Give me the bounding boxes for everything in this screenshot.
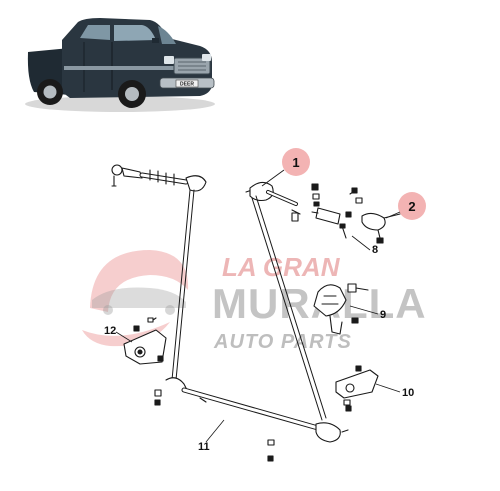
center-link-11 bbox=[165, 377, 341, 443]
bracket-12 bbox=[123, 317, 167, 365]
callout-1: 1 bbox=[261, 148, 310, 187]
license-plate-text: DEER bbox=[180, 82, 194, 88]
adjuster-sleeve bbox=[311, 207, 352, 225]
watermark-line3: AUTO PARTS bbox=[213, 331, 352, 353]
callout-2-circle bbox=[398, 192, 426, 220]
tie-rod-end-1 bbox=[245, 181, 301, 222]
bolt-8 bbox=[339, 223, 347, 239]
bracket-10 bbox=[335, 365, 379, 412]
part-number-11: 11 bbox=[198, 441, 210, 453]
tie-rod-end-2 bbox=[349, 187, 401, 244]
callout-2-label: 2 bbox=[408, 199, 415, 214]
hardware-near-11 bbox=[154, 389, 349, 462]
part-number-10: 10 bbox=[402, 387, 414, 399]
part-number-12: 12 bbox=[104, 325, 116, 337]
idler-assembly-9 bbox=[313, 283, 369, 335]
part-number-9: 9 bbox=[380, 309, 386, 321]
watermark: LA GRAN MURALLA AUTO PARTS bbox=[82, 250, 426, 353]
hardware-near-1 bbox=[311, 183, 320, 207]
upper-left-tie-rod bbox=[111, 164, 207, 192]
steering-linkage-drawing bbox=[111, 164, 401, 462]
callout-2: 2 bbox=[385, 192, 426, 220]
callout-1-label: 1 bbox=[292, 155, 299, 170]
part-number-labels: 8 9 10 11 12 bbox=[104, 235, 414, 453]
pickup-truck-image: DEER bbox=[25, 18, 215, 112]
callout-1-circle bbox=[282, 148, 310, 176]
part-number-8: 8 bbox=[372, 244, 378, 256]
